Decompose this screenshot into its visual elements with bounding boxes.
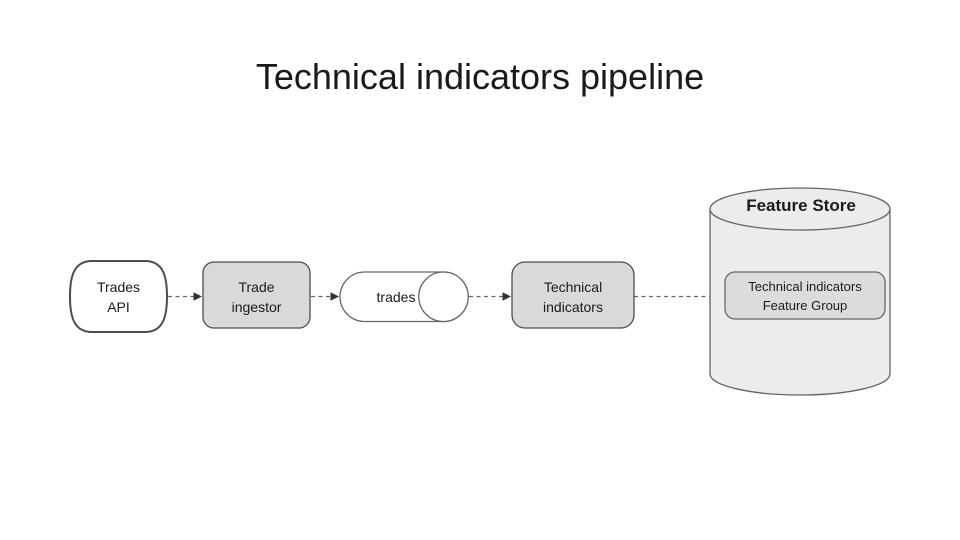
- arrowhead: [502, 292, 511, 301]
- diagram-title: Technical indicators pipeline: [256, 56, 704, 97]
- feature-group-label-line1: Technical indicators: [748, 279, 862, 294]
- technical-indicators-label-line2: indicators: [543, 299, 603, 315]
- node-feature-group: Technical indicators Feature Group: [724, 271, 886, 320]
- trades-api-label-line2: API: [107, 299, 130, 315]
- trade-ingestor-label-line1: Trade: [238, 279, 274, 295]
- trades-api-shape: [68, 260, 169, 333]
- technical-indicators-shape: [511, 261, 635, 329]
- arrowhead: [330, 292, 339, 301]
- edge-trade-ingestor-to-trades: [311, 292, 339, 301]
- node-trades-topic: trades: [339, 271, 469, 323]
- feature-group-shape: [724, 271, 886, 320]
- feature-store-cylinder-top-arc: [709, 208, 891, 231]
- feature-store-label: Feature Store: [746, 196, 856, 215]
- technical-indicators-label-line1: Technical: [544, 279, 602, 295]
- trade-ingestor-label-line2: ingestor: [232, 299, 282, 315]
- feature-group-label-line2: Feature Group: [763, 298, 848, 313]
- edge-trades-api-to-trade-ingestor: [168, 292, 202, 301]
- node-technical-indicators: Technical indicators: [511, 261, 635, 329]
- node-trade-ingestor: Trade ingestor: [202, 261, 311, 329]
- trade-ingestor-shape: [202, 261, 311, 329]
- trades-api-label-line1: Trades: [97, 279, 140, 295]
- trades-topic-end-cap: [418, 271, 469, 323]
- edge-trades-to-technical-indicators: [469, 292, 511, 301]
- node-trades-api: Trades API: [68, 260, 169, 333]
- trades-topic-label: trades: [377, 289, 416, 305]
- arrowhead: [193, 292, 202, 301]
